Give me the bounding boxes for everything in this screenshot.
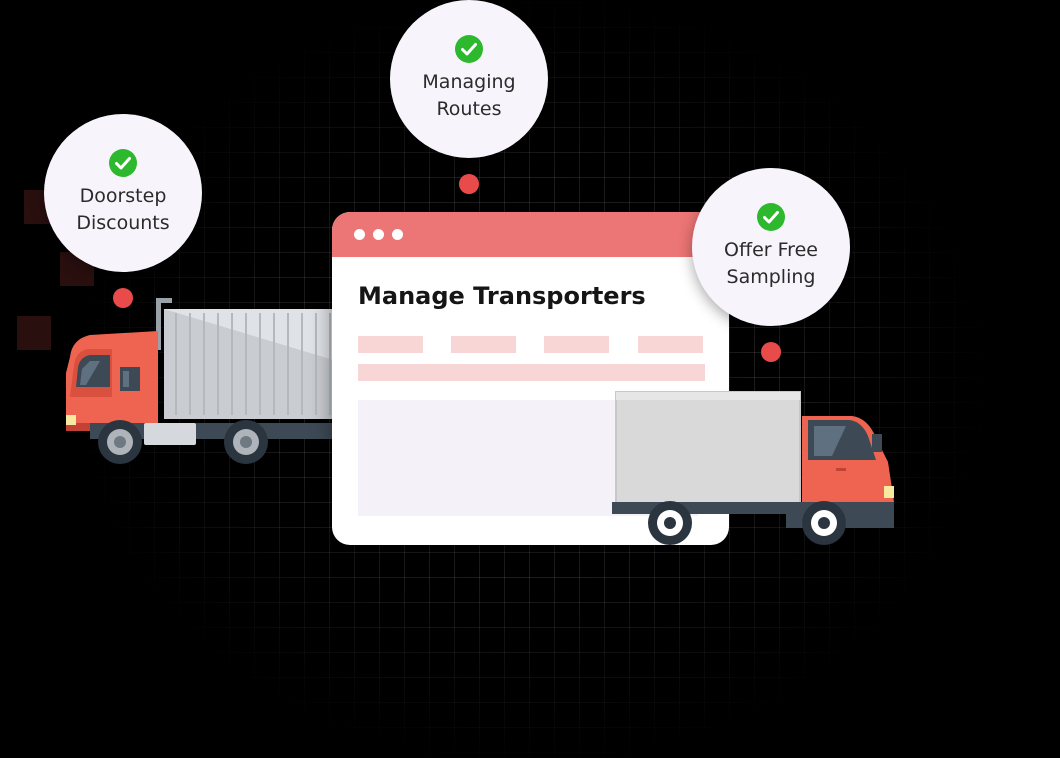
placeholder-pill — [358, 336, 423, 353]
check-circle-icon — [109, 149, 137, 177]
feature-bubble-managing-routes: Managing Routes — [390, 0, 548, 158]
window-dot — [373, 229, 384, 240]
window-title: Manage Transporters — [358, 282, 646, 310]
placeholder-pill — [544, 336, 609, 353]
feature-bubble-doorstep-discounts: Doorstep Discounts — [44, 114, 202, 272]
feature-label: Offer Free Sampling — [724, 239, 818, 288]
window-dot — [354, 229, 365, 240]
window-dot — [392, 229, 403, 240]
feature-bubble-offer-free-sampling: Offer Free Sampling — [692, 168, 850, 326]
placeholder-pill — [638, 336, 703, 353]
feature-label: Doorstep Discounts — [76, 185, 170, 234]
connector-dot — [113, 288, 133, 308]
check-circle-icon — [757, 203, 785, 231]
connector-dot — [459, 174, 479, 194]
decorative-square — [17, 316, 51, 350]
placeholder-pill — [451, 336, 516, 353]
semi-truck-illustration — [66, 298, 350, 464]
window-titlebar — [332, 212, 729, 257]
check-circle-icon — [455, 35, 483, 63]
connector-dot — [761, 342, 781, 362]
feature-label: Managing Routes — [422, 71, 516, 120]
box-truck-illustration — [612, 391, 894, 545]
placeholder-bar — [358, 364, 705, 381]
